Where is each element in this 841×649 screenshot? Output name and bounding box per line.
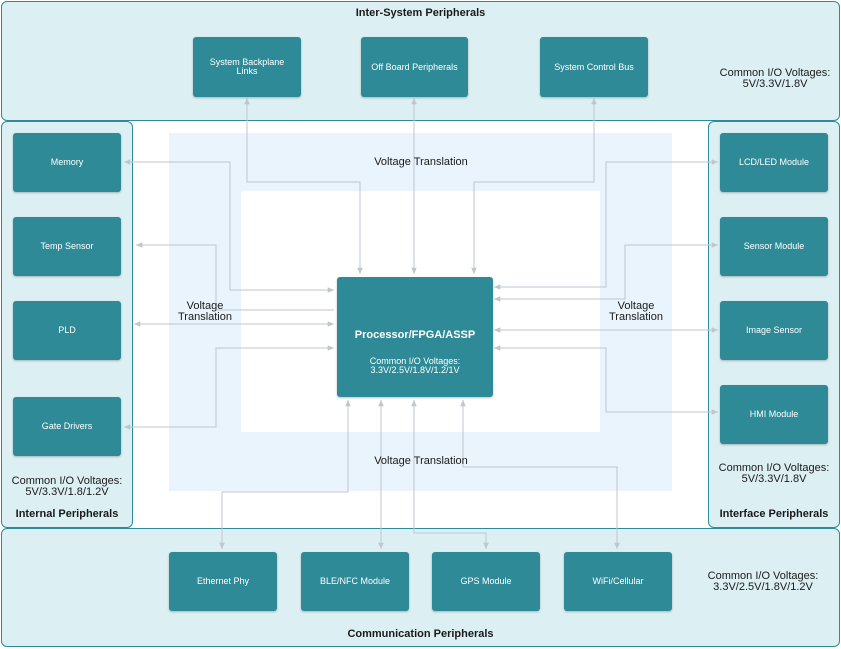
lcd-led-module-block: LCD/LED Module [720, 133, 828, 192]
translation-label-bottom: Voltage Translation [374, 455, 468, 467]
pld-block: PLD [13, 301, 121, 360]
wire-lcd [494, 159, 718, 290]
processor-voltages: Common I/O Voltages: 3.3V/2.5V/1.8V/1.2/… [369, 356, 461, 375]
processor-title: Processor/FPGA/ASSP [354, 329, 476, 341]
image-sensor-block: Image Sensor [720, 301, 828, 360]
internal-voltages: Common I/O Voltages: 5V/3.3V/1.8/1.2V [11, 475, 123, 498]
memory-block: Memory [13, 133, 121, 192]
off-board-peripherals-block: Off Board Peripherals [361, 37, 468, 97]
interface-voltages: Common I/O Voltages: 5V/3.3V/1.8V [718, 462, 830, 485]
ethernet-phy-block: Ethernet Phy [169, 552, 277, 611]
processor-block: Processor/FPGA/ASSP Common I/O Voltages:… [337, 277, 493, 397]
system-control-bus-block: System Control Bus [540, 37, 648, 97]
gate-drivers-block: Gate Drivers [13, 397, 121, 456]
inter-system-voltages: Common I/O Voltages: 5V/3.3V/1.8V [719, 67, 831, 90]
wire-sensor [494, 242, 718, 302]
wire-gate [124, 345, 334, 430]
wifi-cellular-block: WiFi/Cellular [564, 552, 672, 611]
translation-label-top: Voltage Translation [374, 156, 468, 168]
internal-title: Internal Peripherals [15, 508, 119, 520]
interface-title: Interface Peripherals [719, 508, 829, 520]
translation-label-left: Voltage Translation [177, 300, 232, 323]
ble-nfc-module-block: BLE/NFC Module [301, 552, 409, 611]
communication-title: Communication Peripherals [347, 628, 494, 640]
wire-temp [136, 242, 334, 311]
wire-hmi [494, 345, 718, 415]
gps-module-block: GPS Module [432, 552, 540, 611]
wire-backplane [244, 98, 363, 274]
sensor-module-block: Sensor Module [720, 217, 828, 276]
temp-sensor-block: Temp Sensor [13, 217, 121, 276]
wire-ethernet [219, 400, 351, 549]
wire-gps [411, 400, 489, 549]
wire-wifi [460, 400, 620, 549]
wire-control-bus [471, 98, 597, 274]
translation-label-right: Voltage Translation [608, 300, 663, 323]
inter-system-title: Inter-System Peripherals [355, 7, 486, 19]
communication-voltages: Common I/O Voltages: 3.3V/2.5V/1.8V/1.2V [707, 570, 819, 593]
wire-memory [124, 159, 334, 293]
hmi-module-block: HMI Module [720, 385, 828, 444]
system-backplane-block: System Backplane Links [193, 37, 301, 97]
